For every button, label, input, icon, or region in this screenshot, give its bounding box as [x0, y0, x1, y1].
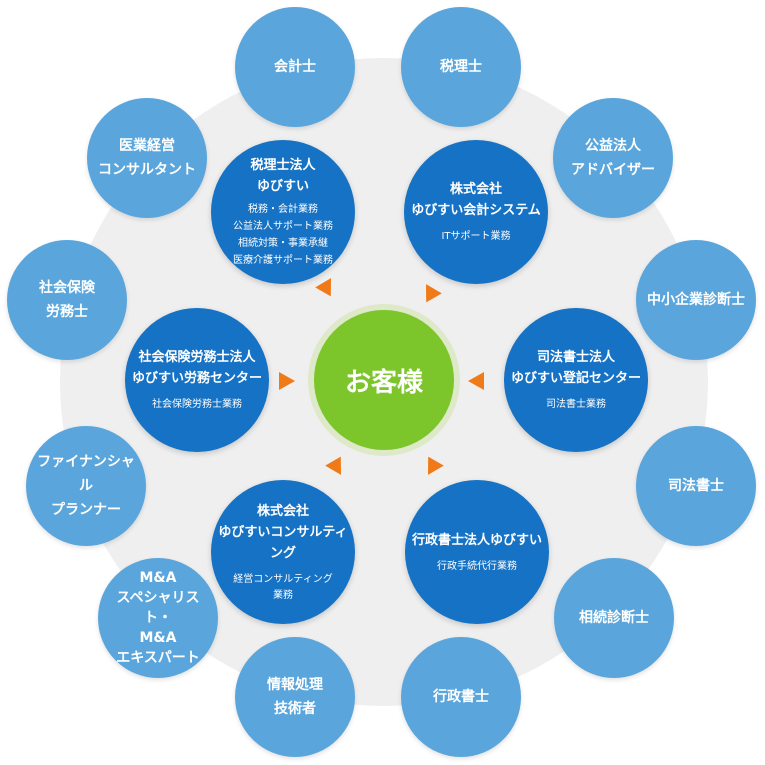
inner-circle-title: 司法書士法人 ゆびすい登記センター	[510, 350, 641, 386]
outer-circle-chusho: 中小企業診断士	[636, 240, 756, 360]
inner-circle-title: 株式会社 ゆびすいコンサルティング	[218, 503, 348, 561]
outer-circle-iryo: 医業経営 コンサルタント	[87, 98, 207, 218]
inner-circle-title: 社会保険労務士法人 ゆびすい労務センター	[131, 350, 262, 386]
arrow-right-icon	[468, 372, 484, 390]
inner-circle-title: 行政書士法人ゆびすい	[411, 532, 542, 548]
outer-circle-label: 行政書士	[433, 689, 489, 705]
outer-circle-label: 公益法人 アドバイザー	[571, 138, 655, 178]
outer-circle-gyoseishoshi: 行政書士	[401, 637, 521, 757]
outer-circle-label: 社会保険 労務士	[39, 280, 95, 320]
inner-circle-consulting: 株式会社 ゆびすいコンサルティング経営コンサルティング 業務	[211, 480, 355, 624]
inner-circle-title: 株式会社 ゆびすい会計システム	[411, 182, 541, 218]
outer-circle-label: 司法書士	[668, 478, 724, 494]
outer-circle-label: 情報処理 技術者	[267, 677, 323, 717]
inner-circle-subtitle: ITサポート業務	[441, 231, 511, 242]
outer-circle-souzoku: 相続診断士	[554, 558, 674, 678]
inner-circle-sharoushi-houjin: 社会保険労務士法人 ゆびすい労務センター社会保険労務士業務	[125, 308, 269, 452]
outer-circle-sharoushi: 社会保険 労務士	[7, 240, 127, 360]
outer-circle-zeirishi: 税理士	[401, 7, 521, 127]
inner-circle-gyoseishoshi-houjin: 行政書士法人ゆびすい行政手続代行業務	[405, 480, 549, 624]
outer-circle-koueki: 公益法人 アドバイザー	[553, 98, 673, 218]
outer-circle-label: 中小企業診断士	[647, 292, 745, 308]
arrow-left-icon	[279, 372, 295, 390]
outer-circle-shihoshoshi: 司法書士	[636, 426, 756, 546]
outer-circle-label: 税理士	[440, 59, 482, 75]
inner-circle-subtitle: 経営コンサルティング 業務	[233, 573, 333, 601]
inner-circle-subtitle: 社会保険労務士業務	[152, 399, 242, 410]
inner-circle-zeirishi-houjin: 税理士法人 ゆびすい税務・会計業務 公益法人サポート業務 相続対策・事業承継 医…	[211, 140, 355, 284]
outer-circle-fp: ファイナンシャル プランナー	[26, 426, 146, 546]
outer-circle-kaikeishi: 会計士	[235, 7, 355, 127]
inner-circle-subtitle: 行政手続代行業務	[437, 560, 517, 572]
outer-circle-label: 相続診断士	[579, 610, 649, 626]
outer-circle-label: 会計士	[274, 59, 316, 75]
center-circle-label: お客様	[344, 367, 423, 398]
outer-circle-label: ファイナンシャル プランナー	[37, 454, 135, 518]
outer-circle-label: M&A スペシャリスト・ M&A エキスパート	[116, 570, 200, 666]
outer-circle-label: 医業経営 コンサルタント	[98, 138, 196, 178]
inner-circle-shihoshoshi-houjin: 司法書士法人 ゆびすい登記センター司法書士業務	[504, 308, 648, 452]
center-circle-customer: お客様	[308, 304, 460, 456]
inner-circle-subtitle: 税務・会計業務 公益法人サポート業務 相続対策・事業承継 医療介護サポート業務	[233, 204, 333, 266]
outer-circle-joho: 情報処理 技術者	[235, 637, 355, 757]
outer-circle-ma: M&A スペシャリスト・ M&A エキスパート	[98, 558, 218, 678]
inner-circle-subtitle: 司法書士業務	[546, 399, 606, 410]
inner-circle-title: 税理士法人 ゆびすい	[250, 158, 316, 194]
inner-circle-kaikei-system: 株式会社 ゆびすい会計システム ITサポート業務	[404, 140, 548, 284]
